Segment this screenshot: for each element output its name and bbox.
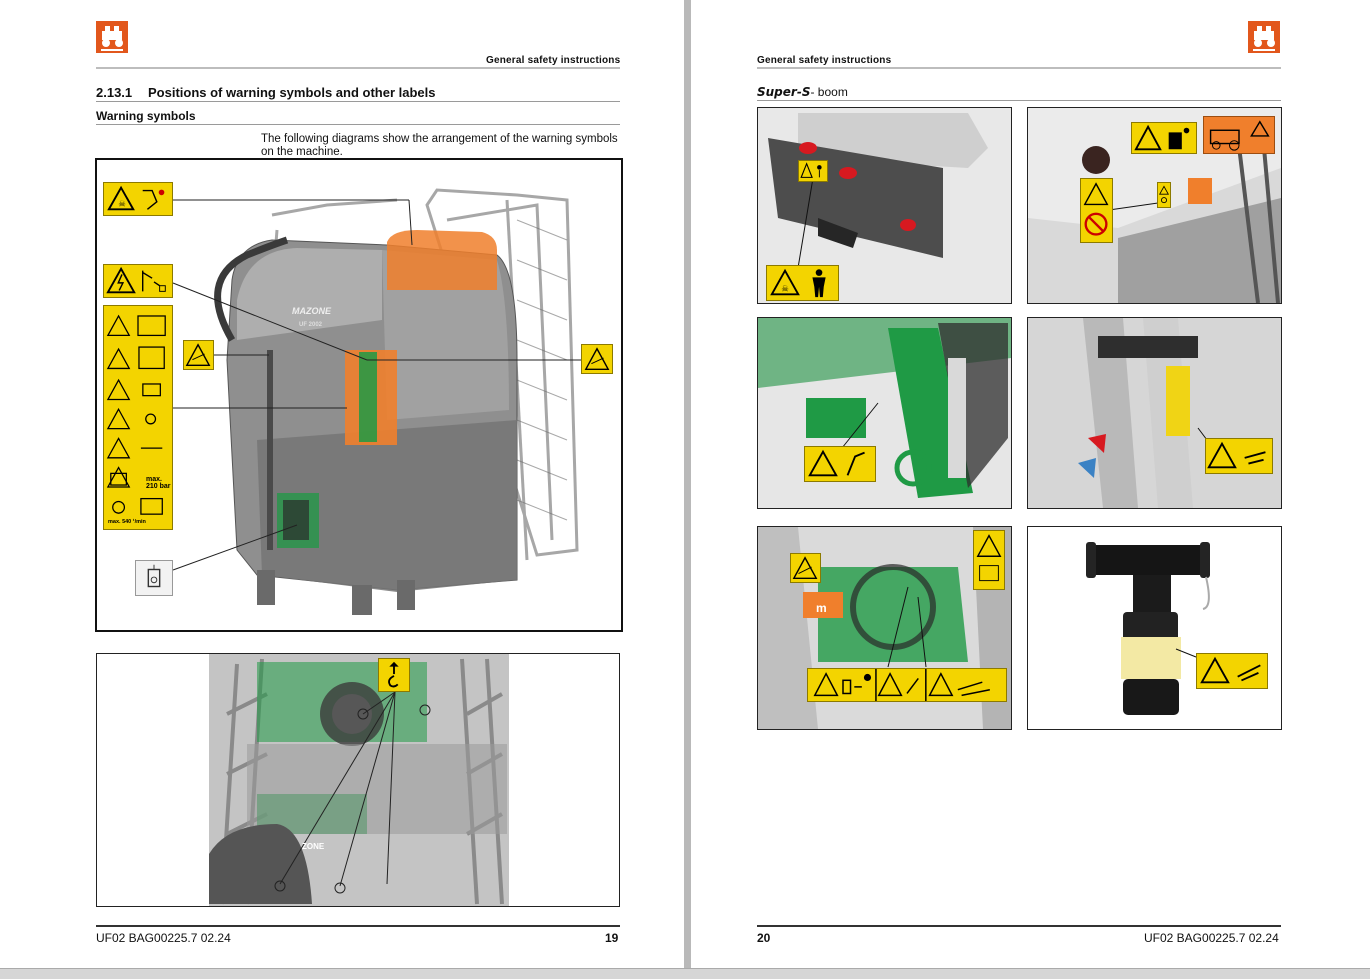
photo-panel-3	[757, 317, 1012, 509]
section-title: Positions of warning symbols and other l…	[148, 85, 436, 100]
section-heading: 2.13.1 Positions of warning symbols and o…	[96, 85, 436, 100]
machine-brand-text-rear: ZONE	[302, 842, 325, 851]
warning-label-crush-hazard	[1205, 438, 1273, 474]
footer-rule	[96, 925, 620, 927]
sprayer-machine-illustration	[172, 188, 581, 615]
svg-text:☠: ☠	[118, 199, 126, 209]
footer-doc-id: UF02 BAG00225.7 02.24	[96, 931, 231, 945]
pto-speed-label-text: max. 540 ¹/min	[108, 519, 146, 525]
footer-rule	[757, 925, 1281, 927]
boom-title-bold: Super-S	[757, 85, 811, 99]
photo-panel-5: m	[757, 526, 1012, 730]
info-label-tank	[135, 560, 173, 596]
photo-panel-2	[1027, 107, 1282, 304]
warning-label-crush-right	[581, 344, 613, 374]
section-rule	[96, 101, 620, 102]
warning-label-toxic-small	[798, 160, 828, 182]
amazone-logo-icon	[1248, 21, 1280, 53]
photo-boom-hinge	[758, 318, 1011, 508]
subsection-title: Warning symbols	[96, 109, 196, 123]
sprayer-rear-illustration	[209, 654, 509, 906]
warning-symbols-diagram-main: MAZONE UF 2002 ☠ max. 210 b	[95, 158, 623, 632]
running-header: General safety instructions	[757, 55, 892, 66]
intro-text: The following diagrams show the arrangem…	[261, 133, 618, 158]
page-19: General safety instructions 2.13.1 Positi…	[0, 0, 684, 968]
footer-doc-id: UF02 BAG00225.7 02.24	[1144, 931, 1279, 945]
photo-boom-mount	[1028, 318, 1281, 508]
header-rule	[96, 67, 620, 69]
page-20: General safety instructions Super-S- boo…	[691, 0, 1370, 968]
warning-symbols-diagram-rear: ZONE	[96, 653, 620, 907]
machine-brand-text: MAZONE	[292, 306, 331, 316]
page-number: 19	[605, 931, 619, 945]
warning-label-tiny	[1157, 182, 1171, 208]
section-number: 2.13.1	[96, 85, 133, 100]
header-rule	[757, 67, 1281, 69]
boom-title-rest: - boom	[810, 85, 848, 99]
page-number: 20	[757, 931, 771, 945]
warning-label-crush-small	[183, 340, 214, 370]
photo-valve	[1028, 527, 1281, 729]
warning-label-electric	[103, 264, 173, 298]
warning-label-tractor-orange	[1203, 116, 1275, 154]
photo-panel-6	[1027, 526, 1282, 730]
panel5-marker-text: m	[816, 601, 827, 615]
page-gutter	[684, 0, 691, 968]
pressure-label-text: max. 210 bar	[146, 476, 171, 490]
running-header: General safety instructions	[486, 55, 621, 66]
warning-label-hose	[1196, 653, 1268, 689]
lifting-point-label	[378, 658, 410, 692]
viewer-bottom-strip	[0, 968, 1370, 979]
warning-label-no-entry	[1080, 178, 1113, 243]
warning-label-read-manual	[1131, 122, 1197, 154]
boom-title-rule	[757, 100, 1281, 101]
warning-label-protective-clothing: ☠	[766, 265, 839, 301]
svg-text:☠: ☠	[781, 285, 789, 295]
warning-label-toxic: ☠	[103, 182, 173, 216]
amazone-logo-icon	[96, 21, 128, 53]
warning-label-stack: max. 210 bar max. 540 ¹/min	[103, 305, 173, 530]
warning-label-boom-fold	[804, 446, 876, 482]
subsection-rule	[96, 124, 620, 125]
warning-label-strip	[807, 668, 1007, 702]
machine-model-text: UF 2002	[299, 322, 323, 328]
warning-label-crush-panel5	[790, 553, 821, 583]
boom-section-title: Super-S- boom	[757, 85, 848, 99]
warning-label-stack-right	[973, 530, 1005, 590]
photo-panel-1: ☠	[757, 107, 1012, 304]
photo-panel-4	[1027, 317, 1282, 509]
